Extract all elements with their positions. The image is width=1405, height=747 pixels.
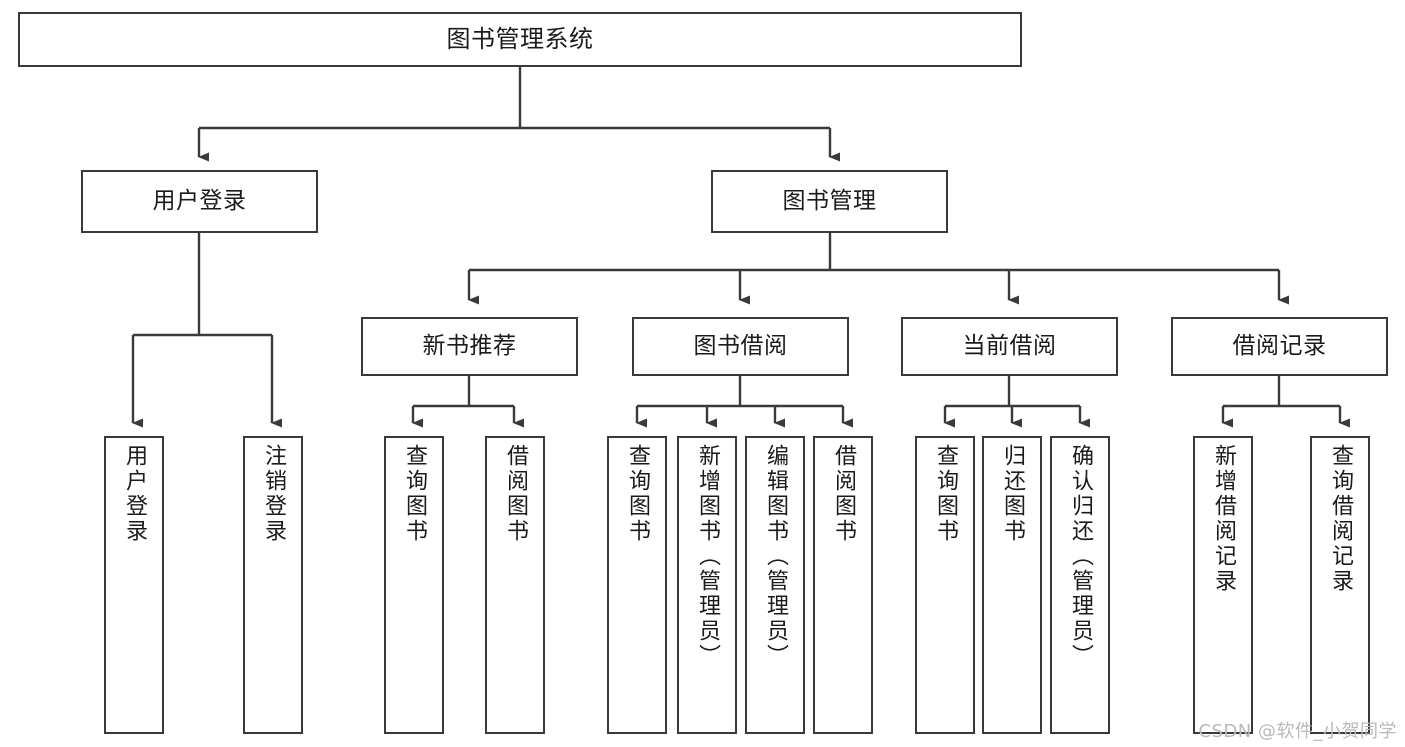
node-leaf-user-login[interactable]: 用户登录 [104,436,164,734]
node-label: 图书借阅 [693,332,788,359]
node-label: 借阅记录 [1232,332,1327,359]
node-label: 确认归还（管理员） [1068,444,1093,669]
node-label: 编辑图书（管理员） [763,444,788,669]
node-label: 借阅图书 [503,444,528,544]
node-user-login[interactable]: 用户登录 [81,170,318,233]
node-label: 注销登录 [261,444,286,544]
node-label: 当前借阅 [962,332,1057,359]
node-label: 新增图书（管理员） [695,444,720,669]
node-label: 用户登录 [122,444,147,544]
node-label: 借阅图书 [831,444,856,544]
node-leaf-edit-book[interactable]: 编辑图书（管理员） [745,436,805,734]
node-book-manage[interactable]: 图书管理 [711,170,948,233]
node-label: 查询图书 [402,444,427,544]
node-leaf-borrow-book-1[interactable]: 借阅图书 [485,436,545,734]
node-leaf-confirm-return[interactable]: 确认归还（管理员） [1050,436,1110,734]
node-new-book-recommend[interactable]: 新书推荐 [361,317,578,376]
node-leaf-add-book[interactable]: 新增图书（管理员） [677,436,737,734]
node-leaf-logout[interactable]: 注销登录 [243,436,303,734]
node-leaf-borrow-book-2[interactable]: 借阅图书 [813,436,873,734]
node-label: 归还图书 [1000,444,1025,544]
node-book-borrow[interactable]: 图书借阅 [632,317,849,376]
node-leaf-add-record[interactable]: 新增借阅记录 [1193,436,1253,734]
node-label: 新增借阅记录 [1211,444,1236,594]
node-leaf-query-book-3[interactable]: 查询图书 [915,436,975,734]
node-leaf-query-book-1[interactable]: 查询图书 [384,436,444,734]
node-label: 图书管理系统 [446,25,594,54]
node-leaf-return-book[interactable]: 归还图书 [982,436,1042,734]
node-label: 图书管理 [782,187,877,214]
node-label: 用户登录 [152,187,247,214]
watermark: CSDN @软件_小贺同学 [1198,721,1397,742]
node-label: 查询图书 [625,444,650,544]
node-label: 查询借阅记录 [1328,444,1353,594]
node-root-system[interactable]: 图书管理系统 [18,12,1022,67]
node-leaf-query-record[interactable]: 查询借阅记录 [1310,436,1370,734]
node-leaf-query-book-2[interactable]: 查询图书 [607,436,667,734]
node-borrow-record[interactable]: 借阅记录 [1171,317,1388,376]
node-label: 查询图书 [933,444,958,544]
node-current-borrow[interactable]: 当前借阅 [901,317,1118,376]
node-label: 新书推荐 [422,332,517,359]
